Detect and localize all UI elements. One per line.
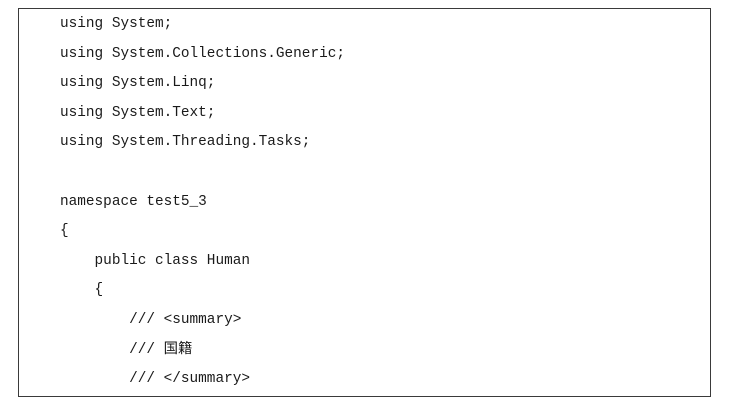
code-line-using-system: using System;	[60, 16, 173, 32]
code-line-namespace-open-brace: {	[60, 223, 69, 240]
code-line-class-open-brace: {	[60, 282, 104, 299]
code-line-summary-text: /// 国籍	[60, 341, 193, 358]
code-line-using-threading-tasks: using System.Threading.Tasks;	[60, 134, 311, 151]
code-line-summary-close: /// </summary>	[60, 371, 250, 388]
code-line-class-declaration: public class Human	[60, 252, 250, 269]
code-line-using-collections-generic: using System.Collections.Generic;	[60, 45, 345, 62]
code-line-blank	[60, 158, 710, 188]
code-line-using-linq: using System.Linq;	[60, 75, 216, 92]
code-line-using-text: using System.Text;	[60, 104, 216, 121]
code-line-namespace: namespace test5_3	[60, 193, 207, 210]
code-line-summary-open: /// <summary>	[60, 311, 242, 328]
code-block: using System; using System.Collections.G…	[18, 8, 711, 397]
